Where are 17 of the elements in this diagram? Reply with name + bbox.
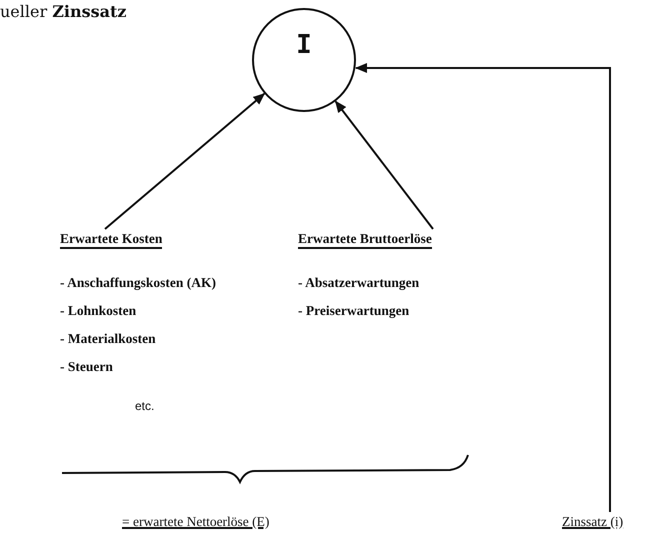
list-item: - Lohnkosten	[60, 303, 136, 319]
list-item: - Steuern	[60, 359, 113, 375]
arrow	[104, 92, 266, 230]
result-label: = erwartete Nettoerlöse (E)	[122, 514, 270, 530]
title: ueller Zinssatz	[0, 2, 126, 21]
list-heading: Erwartete Bruttoerlöse	[298, 231, 432, 249]
list-heading: Erwartete Kosten	[60, 231, 162, 249]
list-item: - Absatzerwartungen	[298, 275, 420, 291]
arrow	[355, 63, 611, 512]
arrow	[334, 100, 434, 230]
node-label: Zinssatz (i)	[562, 514, 624, 530]
list-item: etc.	[135, 399, 154, 413]
circle-node	[252, 8, 356, 112]
list-item: - Anschaffungskosten (AK)	[60, 275, 216, 291]
list-item: - Preiserwartungen	[298, 303, 410, 319]
circle-label: I	[296, 30, 312, 60]
list-item: - Materialkosten	[60, 331, 156, 347]
